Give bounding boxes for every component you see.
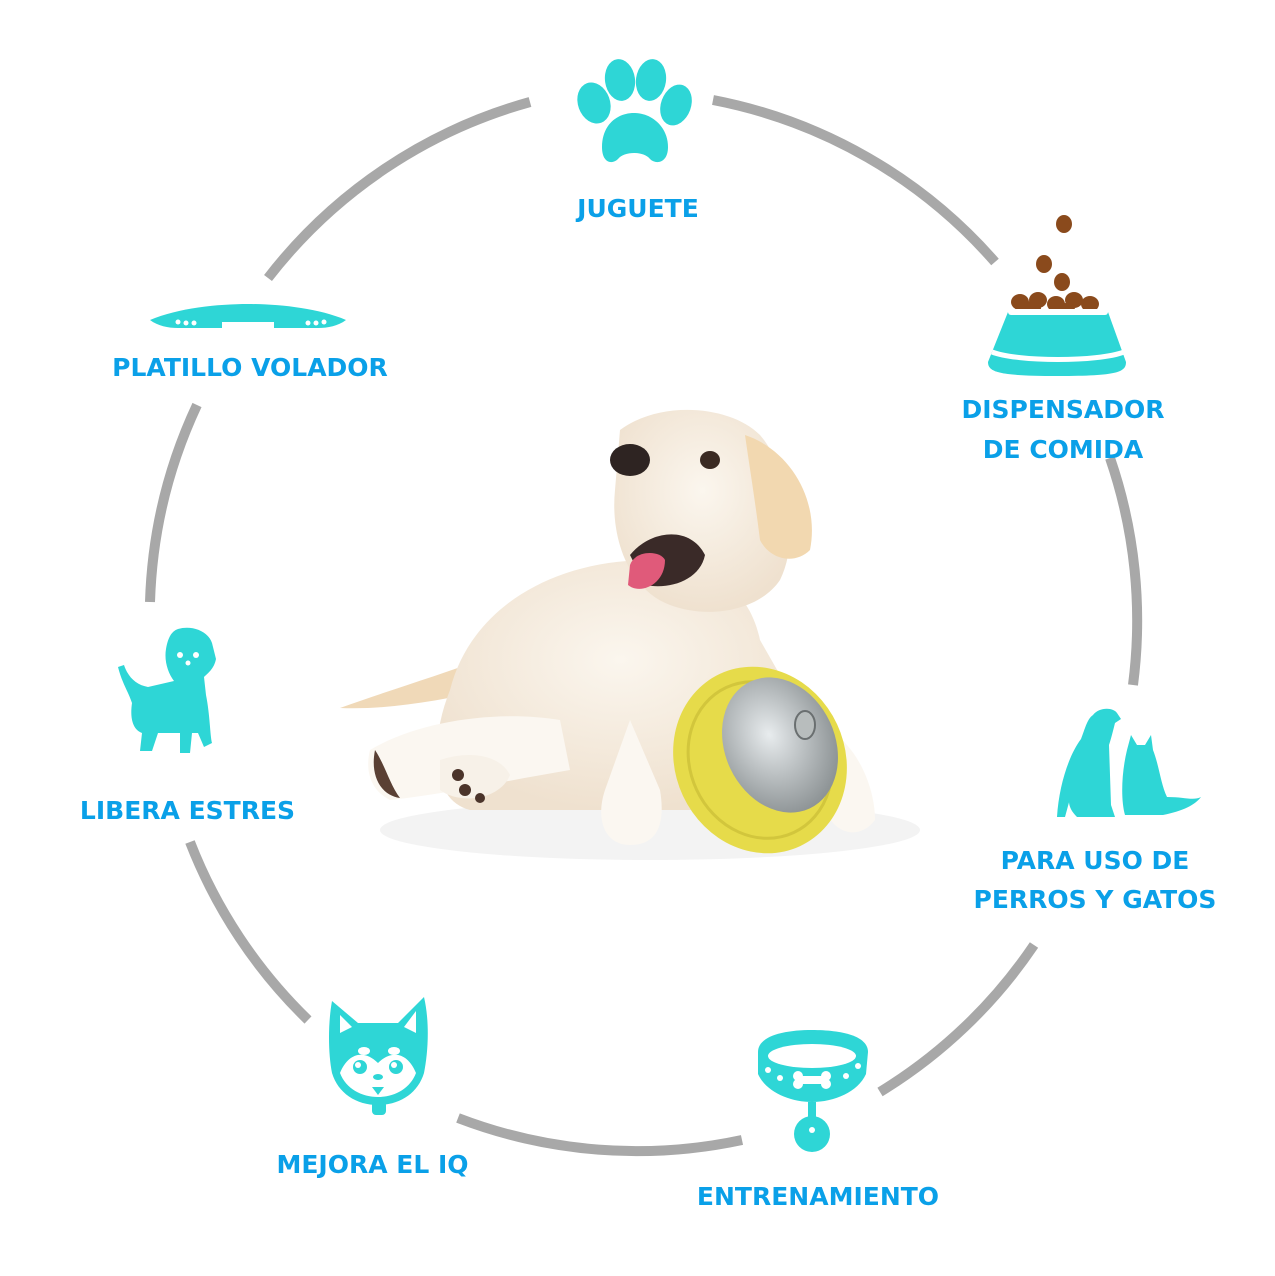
puppy-with-toy-photo bbox=[340, 409, 920, 860]
feature-label-perros-gatos-line2: PERROS Y GATOS bbox=[973, 885, 1217, 914]
feature-label-platillo: PLATILLO VOLADOR bbox=[112, 353, 388, 382]
feature-label-entrenamiento: ENTRENAMIENTO bbox=[696, 1182, 940, 1211]
ring-arc-top-left bbox=[264, 97, 532, 282]
flying-saucer-icon bbox=[150, 304, 346, 328]
ring-arc-bottom-left bbox=[185, 840, 312, 1024]
ring-arc-right bbox=[1105, 456, 1143, 686]
ring-arc-top-right bbox=[712, 95, 999, 266]
shiba-face-icon bbox=[329, 997, 428, 1115]
feature-label-dispensador-line1: DISPENSADOR bbox=[961, 395, 1165, 424]
ring-arc-bottom bbox=[456, 1113, 744, 1157]
feature-label-libera-estres: LIBERA ESTRES bbox=[79, 796, 296, 825]
feature-label-dispensador-line2: DE COMIDA bbox=[982, 435, 1144, 464]
dog-and-cat-icon bbox=[1057, 708, 1201, 817]
paw-print-icon bbox=[577, 59, 692, 163]
feature-label-juguete: JUGUETE bbox=[577, 194, 699, 223]
dog-collar-icon bbox=[758, 1030, 868, 1152]
ring-arc-bottom-right bbox=[877, 942, 1039, 1097]
feature-label-mejora-iq: MEJORA EL IQ bbox=[276, 1150, 469, 1179]
feature-label-perros-gatos-line1: PARA USO DE bbox=[1000, 846, 1190, 875]
puppy-silhouette-icon bbox=[118, 627, 216, 753]
food-bowl-icon bbox=[988, 215, 1126, 376]
ring-arc-left bbox=[145, 402, 202, 603]
